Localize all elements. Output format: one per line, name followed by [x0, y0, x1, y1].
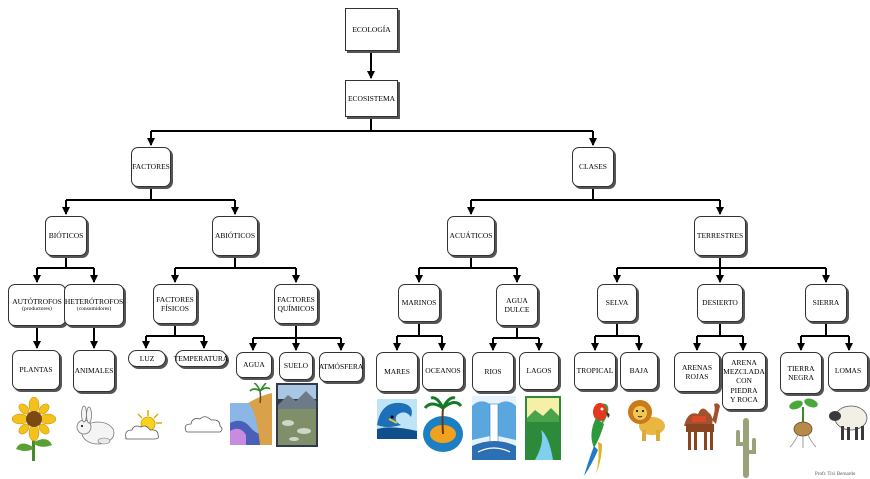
sprout-icon [789, 398, 818, 448]
heterotrofos-sublabel: (consumidores) [76, 306, 112, 313]
wave-icon [377, 399, 417, 439]
node-tierra-negra: TIERRA NEGRA [780, 352, 822, 394]
node-atmosfera: ATMÓSFERA [319, 352, 363, 382]
node-agua-dulce: AGUA DULCE [496, 284, 538, 326]
node-luz: LUZ [128, 350, 166, 367]
lion-icon [628, 400, 665, 441]
node-heterotrofos: HETERÓTROFOS (consumidores) [64, 284, 124, 326]
node-selva: SELVA [597, 284, 637, 322]
node-clases: CLASES [572, 147, 614, 187]
sunflower-icon [12, 397, 56, 461]
node-agua: AGUA [236, 352, 272, 378]
cactus-icon [736, 418, 756, 478]
node-bioticos: BIÓTICOS [45, 216, 87, 256]
sheep-icon [829, 405, 868, 440]
node-baja: BAJA [620, 352, 658, 390]
node-oceanos: OCEANOS [422, 352, 464, 390]
node-temperatura: TEMPERATURA [174, 350, 228, 367]
node-animales: ANIMALES [73, 350, 115, 392]
camel-icon [684, 403, 720, 450]
autotrofos-label: AUTÓTROFOS [12, 296, 62, 306]
node-abioticos: ABIÓTICOS [212, 216, 258, 256]
node-factores: FACTORES [131, 147, 171, 187]
node-mares: MARES [376, 352, 418, 392]
cloud-icon [184, 416, 223, 433]
waterfall-icon [472, 396, 516, 460]
node-desierto: DESIERTO [697, 284, 743, 322]
node-terrestres: TERRESTRES [694, 216, 746, 256]
node-acuaticos: ACUÁTICOS [447, 216, 495, 256]
node-sierra: SIERRA [805, 284, 847, 322]
autotrofos-sublabel: (productores) [22, 306, 52, 313]
author-credit: Profr. Tivi Bernardo [815, 472, 856, 477]
node-plantas: PLANTAS [12, 350, 60, 390]
node-factores-fisicos: FACTORES FÍSICOS [153, 284, 197, 324]
node-factores-quimicos: FACTORES QUÍMICOS [274, 284, 318, 324]
node-lagos: LAGOS [519, 352, 559, 390]
parrot-icon [584, 403, 610, 476]
node-rios: RIOS [472, 352, 514, 392]
island-icon [423, 396, 463, 452]
node-lomas: LOMAS [828, 352, 868, 390]
node-arena-mezclada: ARENA MEZCLADA CON PIEDRA Y ROCA [722, 352, 766, 410]
rabbit-icon [76, 405, 115, 445]
node-autotrofos: AUTÓTROFOS (productores) [8, 284, 66, 326]
node-marinos: MARINOS [398, 284, 440, 322]
node-ecosistema: ECOSISTEMA [345, 80, 398, 117]
node-suelo: SUELO [279, 352, 313, 380]
landscape-icon [276, 383, 318, 447]
node-arenas-rojas: ARENAS ROJAS [674, 352, 720, 392]
node-tropical: TROPICAL [574, 352, 616, 390]
node-ecologia: ECOLOGÍA [345, 8, 398, 51]
lake-icon [525, 396, 561, 460]
palm-coast-icon [230, 383, 272, 445]
heterotrofos-label: HETERÓTROFOS [64, 296, 124, 306]
sun-cloud-icon [125, 410, 162, 440]
